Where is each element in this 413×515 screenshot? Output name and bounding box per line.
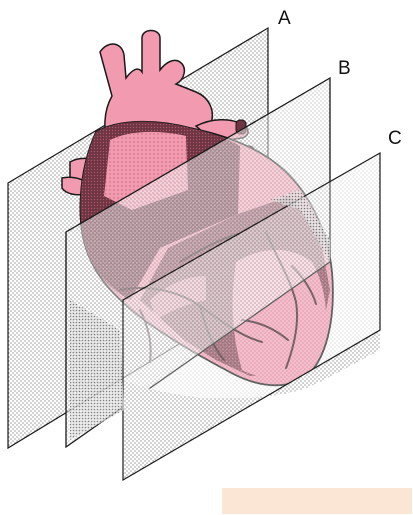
blank-note-box <box>222 488 412 514</box>
plane-label-c: C <box>388 128 402 149</box>
plane-label-b: B <box>338 58 351 79</box>
plane-label-a: A <box>278 8 291 29</box>
